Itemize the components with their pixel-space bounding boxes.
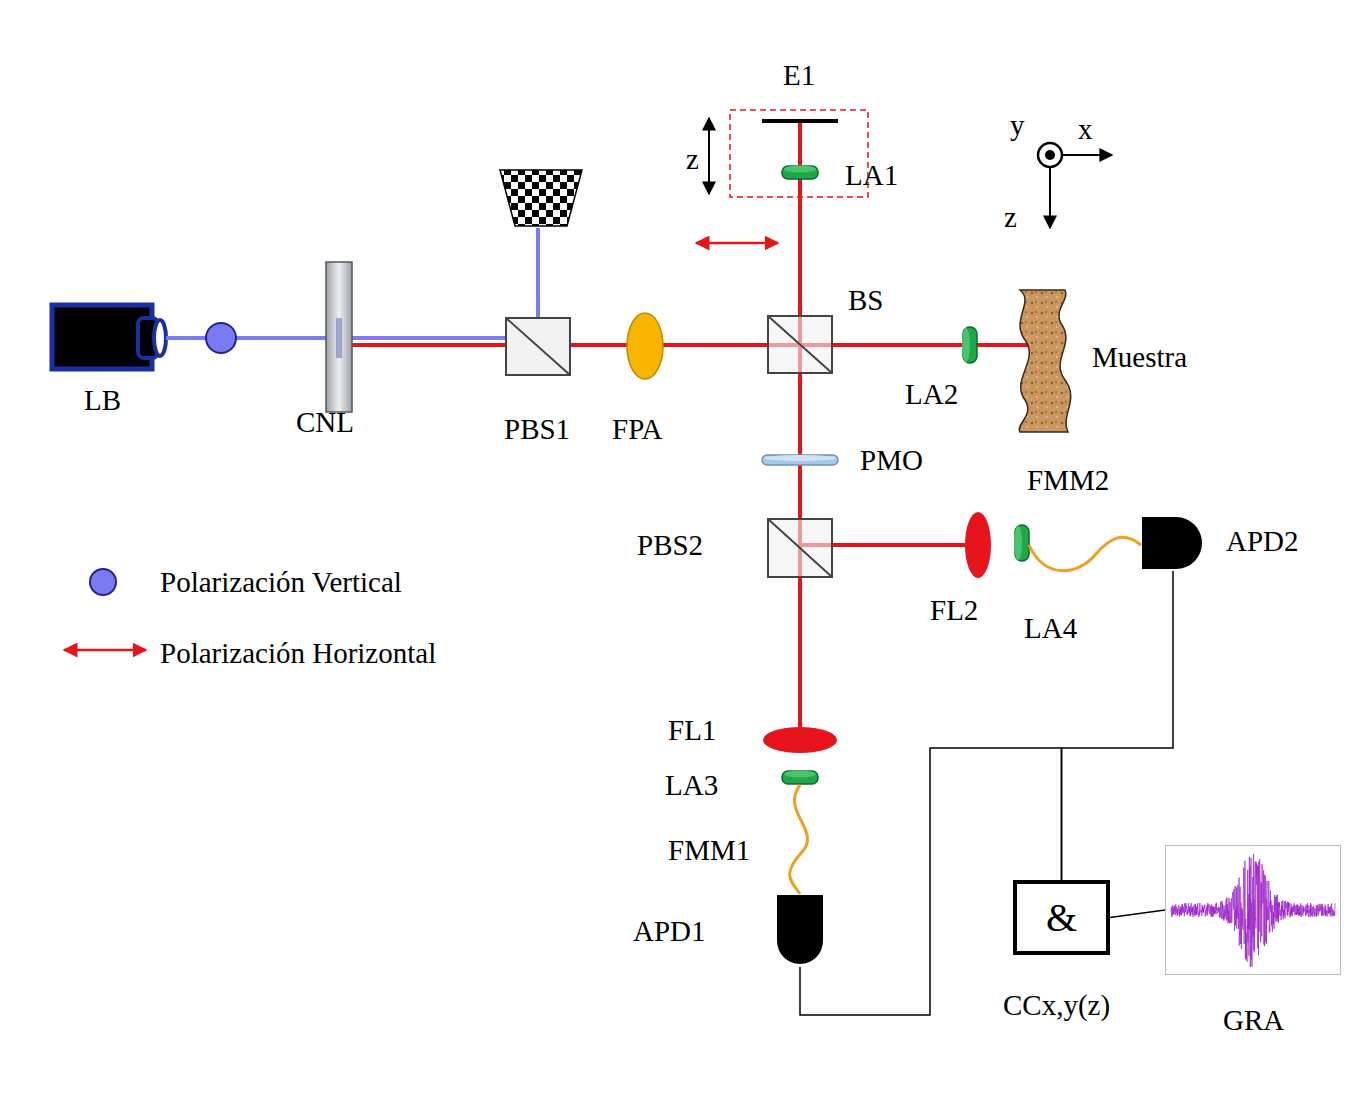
part-label: LB <box>84 383 121 417</box>
photodetector: APD1 <box>775 893 825 967</box>
part-label: y <box>1010 108 1025 142</box>
detector-shape <box>775 893 825 967</box>
part-label: z <box>1004 200 1017 234</box>
node-label: CCx,y(z) <box>1003 988 1110 1022</box>
photodetector: APD2 <box>1140 515 1206 571</box>
part-label: FMM1 <box>668 833 750 867</box>
part-label: Muestra <box>1092 340 1187 374</box>
signal-beam <box>350 343 1030 347</box>
part-label: FPA <box>612 412 663 446</box>
lens <box>782 771 818 785</box>
correlation-plot <box>1165 845 1341 975</box>
graph: GRA <box>1165 845 1341 975</box>
motion-arrow <box>708 118 710 194</box>
filter <box>965 512 991 578</box>
part-label: LA4 <box>1024 611 1077 645</box>
part-label: PBS1 <box>504 412 570 446</box>
part-label: FL2 <box>930 593 978 627</box>
part-label: z <box>686 142 699 176</box>
axes <box>1038 143 1112 228</box>
node-label: GRA <box>1223 1003 1284 1037</box>
lens <box>782 166 818 180</box>
part-label: E1 <box>783 58 815 92</box>
filter <box>627 313 663 379</box>
part-label: LA3 <box>665 768 718 802</box>
signal-beam <box>798 122 802 727</box>
part-label: x <box>1078 112 1093 146</box>
optical-fiber <box>1029 537 1141 571</box>
polarization-arrow <box>696 242 778 245</box>
part-label: BS <box>848 283 883 317</box>
pump-beam <box>166 336 326 340</box>
polarizing-beam-splitter <box>768 519 832 577</box>
filter <box>763 727 837 753</box>
optical-fiber <box>790 785 808 894</box>
mirror <box>762 119 838 123</box>
lens <box>1014 525 1029 561</box>
beam-splitter <box>768 316 832 373</box>
sample <box>1019 290 1071 432</box>
beam-dump <box>500 170 582 226</box>
nonlinear-crystal <box>326 262 352 412</box>
part-label: LA1 <box>845 158 898 192</box>
part-label: PMO <box>860 443 923 477</box>
lens <box>962 327 977 363</box>
part-label: LA2 <box>905 377 958 411</box>
vertical-polarization-dot <box>206 323 236 353</box>
signal-wire <box>1110 910 1165 918</box>
node-symbol: & <box>1046 896 1077 940</box>
detector-shape <box>1140 515 1206 571</box>
legend-text: Polarización Vertical <box>160 565 402 599</box>
node-label: APD1 <box>633 914 706 948</box>
part-label: CNL <box>296 405 354 439</box>
crystal-spot <box>336 318 342 358</box>
part-label: PBS2 <box>637 528 703 562</box>
part-label: FL1 <box>668 713 716 747</box>
node-label: APD2 <box>1226 524 1299 558</box>
signal-wire <box>1062 571 1174 880</box>
part-label: FMM2 <box>1027 463 1109 497</box>
polarizing-beam-splitter <box>506 318 570 375</box>
laser-source <box>52 305 166 369</box>
wave-plate <box>762 455 838 465</box>
coincidence-counter: &CCx,y(z) <box>1013 880 1110 955</box>
legend-text: Polarización Horizontal <box>160 636 436 670</box>
legend-sample <box>90 569 116 595</box>
legend-sample <box>64 649 146 652</box>
